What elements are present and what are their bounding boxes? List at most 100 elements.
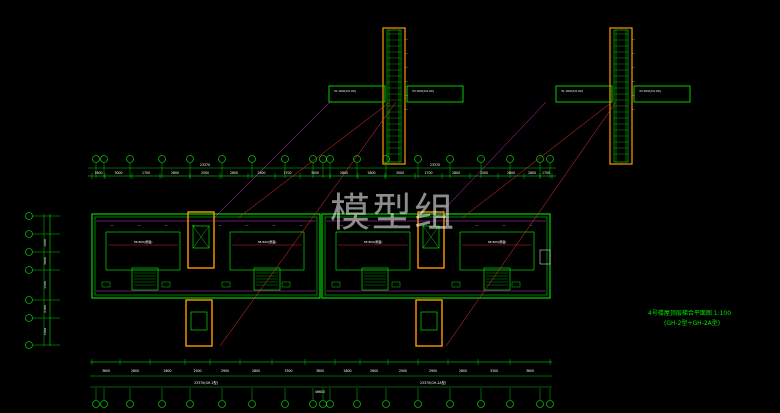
bottom-dimension-value: 2800 xyxy=(343,369,351,373)
top-dimension-value: 1600 xyxy=(94,171,102,175)
roof-room xyxy=(459,231,535,271)
elevation-tag: 33.000(±0.00) xyxy=(639,89,661,93)
top-dimension-value: 1700 xyxy=(283,171,291,175)
tower-elevation xyxy=(609,27,633,165)
lower-core xyxy=(415,299,443,347)
grid-bubble-bottom xyxy=(92,400,100,408)
grid-bubble-bottom xyxy=(353,400,361,408)
grid-bubble-bottom xyxy=(326,400,334,408)
roof-note: — xyxy=(368,223,371,227)
top-dimension-value: 1700 xyxy=(142,171,150,175)
grid-bubble-bottom xyxy=(446,400,454,408)
level-marker: — xyxy=(632,65,635,69)
left-dimension-value: 1200 xyxy=(43,239,47,247)
side-note-box xyxy=(539,249,551,265)
level-marker: — xyxy=(632,79,635,83)
roof-note: — xyxy=(165,223,168,227)
left-dimension-value: 2100 xyxy=(43,305,47,313)
roof-slab-right xyxy=(406,85,464,103)
bottom-dimension-value: 2500 xyxy=(399,369,407,373)
grid-bubble-bottom xyxy=(126,400,134,408)
grid-bubble-top xyxy=(477,155,485,163)
lower-shaft xyxy=(420,311,438,331)
top-dimension-value: 2800 xyxy=(257,171,265,175)
grid-bubble-top xyxy=(218,155,226,163)
roof-note: — xyxy=(422,223,425,227)
drain-detail xyxy=(511,281,521,288)
drain-detail xyxy=(161,281,171,288)
drain-detail xyxy=(281,281,291,288)
roof-slab-left xyxy=(555,85,613,103)
lower-shaft xyxy=(190,311,208,331)
roof-note: — xyxy=(111,223,114,227)
grid-bubble-top xyxy=(326,155,334,163)
top-dimension-value: 2800 xyxy=(507,171,515,175)
top-total-dimension: 23370 xyxy=(430,163,440,167)
level-marker: — xyxy=(632,93,635,97)
roof-room xyxy=(105,231,181,271)
projection-line xyxy=(445,101,617,347)
grid-bubble-top xyxy=(309,155,317,163)
grid-bubble-left xyxy=(25,296,33,304)
bottom-dimension-value: 2800 xyxy=(459,369,467,373)
bottom-dimension-value: 3300 xyxy=(490,369,498,373)
projection-line xyxy=(213,101,331,219)
grid-bubble-top xyxy=(446,155,454,163)
bottom-dimension-value: 2800 xyxy=(252,369,260,373)
elevator-cross xyxy=(192,225,210,249)
drain-detail xyxy=(221,281,231,288)
projection-line xyxy=(461,101,613,219)
bottom-dimension-value: 2800 xyxy=(131,369,139,373)
grid-bubble-left xyxy=(25,266,33,274)
level-marker: — xyxy=(405,65,408,69)
grid-bubble-left xyxy=(25,314,33,322)
top-dimension-value: 2800 xyxy=(340,171,348,175)
elevator-core xyxy=(417,211,445,269)
level-marker: — xyxy=(632,107,635,111)
grid-bubble-left xyxy=(25,248,33,256)
top-dimension-value: 2500 xyxy=(480,171,488,175)
elevator-shaft xyxy=(422,225,440,249)
elevator-shaft xyxy=(192,225,210,249)
left-dimension-value: 3300 xyxy=(43,328,47,336)
top-dimension-value: 1700 xyxy=(542,171,550,175)
grid-bubble-top xyxy=(248,155,256,163)
bottom-dimension-value: 3600 xyxy=(526,369,534,373)
bottom-total-dimension: 23370(GH-2型) xyxy=(194,380,218,385)
projection-line xyxy=(219,101,397,347)
roof-slab-right xyxy=(633,85,691,103)
drain-detail xyxy=(331,281,341,288)
roof-note: — xyxy=(273,223,276,227)
room-label: 38.800(屋面) xyxy=(134,239,153,244)
grid-bubble-bottom xyxy=(546,400,554,408)
grid-bubble-top xyxy=(353,155,361,163)
roof-note: — xyxy=(192,223,195,227)
grid-bubble-top xyxy=(414,155,422,163)
grid-bubble-bottom xyxy=(477,400,485,408)
grid-bubble-bottom xyxy=(186,400,194,408)
building-outer-wall xyxy=(91,213,321,299)
grid-bubble-bottom xyxy=(100,400,108,408)
drain-detail xyxy=(451,281,461,288)
grid-bubble-top xyxy=(546,155,554,163)
tower-inner xyxy=(613,29,629,163)
building-inner-wall xyxy=(94,216,318,296)
projection-line xyxy=(237,101,391,219)
bottom-dimension-value: 3300 xyxy=(284,369,292,373)
elevator-core xyxy=(187,211,215,269)
grid-bubble-left xyxy=(25,230,33,238)
left-dimension-value: 3600 xyxy=(43,257,47,265)
level-marker: — xyxy=(405,37,408,41)
room-label: 38.800(屋面) xyxy=(364,239,383,244)
grid-bubble-bottom xyxy=(281,400,289,408)
left-dimension-value: 1500 xyxy=(43,281,47,289)
level-marker: — xyxy=(405,93,408,97)
bottom-dimension-value: 2900 xyxy=(429,369,437,373)
drawing-subtitle: (GH-2型+GH-2A型) xyxy=(664,320,721,327)
roof-note: — xyxy=(300,223,303,227)
stair-well xyxy=(361,267,389,291)
grid-bubble-top xyxy=(281,155,289,163)
drain-detail xyxy=(101,281,111,288)
